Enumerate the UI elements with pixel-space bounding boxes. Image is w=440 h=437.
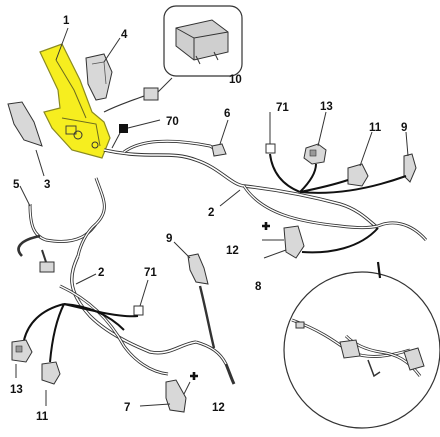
label-item-8: 8 bbox=[255, 281, 262, 293]
lever-cover-part bbox=[85, 53, 113, 101]
number-leader-lines bbox=[15, 27, 409, 406]
bracket-13-top bbox=[303, 143, 327, 165]
parking-brake-lever bbox=[39, 43, 111, 159]
leader-curves-left bbox=[23, 303, 139, 363]
bracket-11-top bbox=[347, 163, 369, 187]
label-item-9-top: 9 bbox=[401, 122, 407, 134]
label-item-11-left: 11 bbox=[36, 411, 49, 423]
label-item-2-lower: 2 bbox=[98, 267, 104, 279]
label-item-13-left: 13 bbox=[10, 384, 23, 396]
label-item-12-middle: 12 bbox=[226, 245, 239, 257]
plus-marker-12-bottom bbox=[190, 372, 198, 380]
label-item-70: 70 bbox=[166, 116, 179, 128]
label-item-2-middle: 2 bbox=[208, 207, 214, 219]
bracket-9-middle bbox=[187, 253, 209, 285]
bracket-11-left bbox=[41, 361, 61, 385]
label-item-10: 10 bbox=[229, 74, 242, 86]
bracket-9-top bbox=[403, 153, 417, 183]
bracket-7-bottom bbox=[139, 379, 191, 413]
label-item-13-top: 13 bbox=[320, 101, 333, 113]
label-item-71-bottom: 71 bbox=[144, 267, 157, 279]
switch-zoom-box bbox=[163, 5, 243, 77]
label-item-5: 5 bbox=[13, 179, 20, 191]
label-item-11-top: 11 bbox=[369, 122, 382, 134]
label-item-7: 7 bbox=[124, 402, 130, 414]
trim-piece-part bbox=[7, 101, 43, 147]
label-item-4: 4 bbox=[121, 29, 128, 41]
cable-end-left bbox=[39, 249, 55, 273]
plus-marker-12-middle bbox=[262, 222, 270, 230]
square-marker-71-bottom bbox=[133, 279, 149, 316]
switch-connector-part bbox=[103, 77, 173, 113]
bracket-13-left bbox=[11, 339, 33, 363]
square-marker-71-top bbox=[265, 112, 276, 154]
cable-clip-6 bbox=[211, 143, 227, 157]
label-item-3: 3 bbox=[44, 179, 50, 191]
bracket-8-middle bbox=[262, 225, 379, 259]
square-marker-70 bbox=[111, 119, 161, 149]
brake-cables bbox=[17, 139, 428, 385]
detail-magnifier bbox=[283, 261, 440, 429]
label-item-9-middle: 9 bbox=[166, 233, 172, 245]
label-item-6: 6 bbox=[224, 108, 230, 120]
label-item-12-bottom: 12 bbox=[212, 402, 225, 414]
leader-curves-top bbox=[269, 153, 407, 194]
label-item-71-top: 71 bbox=[276, 102, 289, 114]
label-item-1: 1 bbox=[63, 15, 70, 27]
